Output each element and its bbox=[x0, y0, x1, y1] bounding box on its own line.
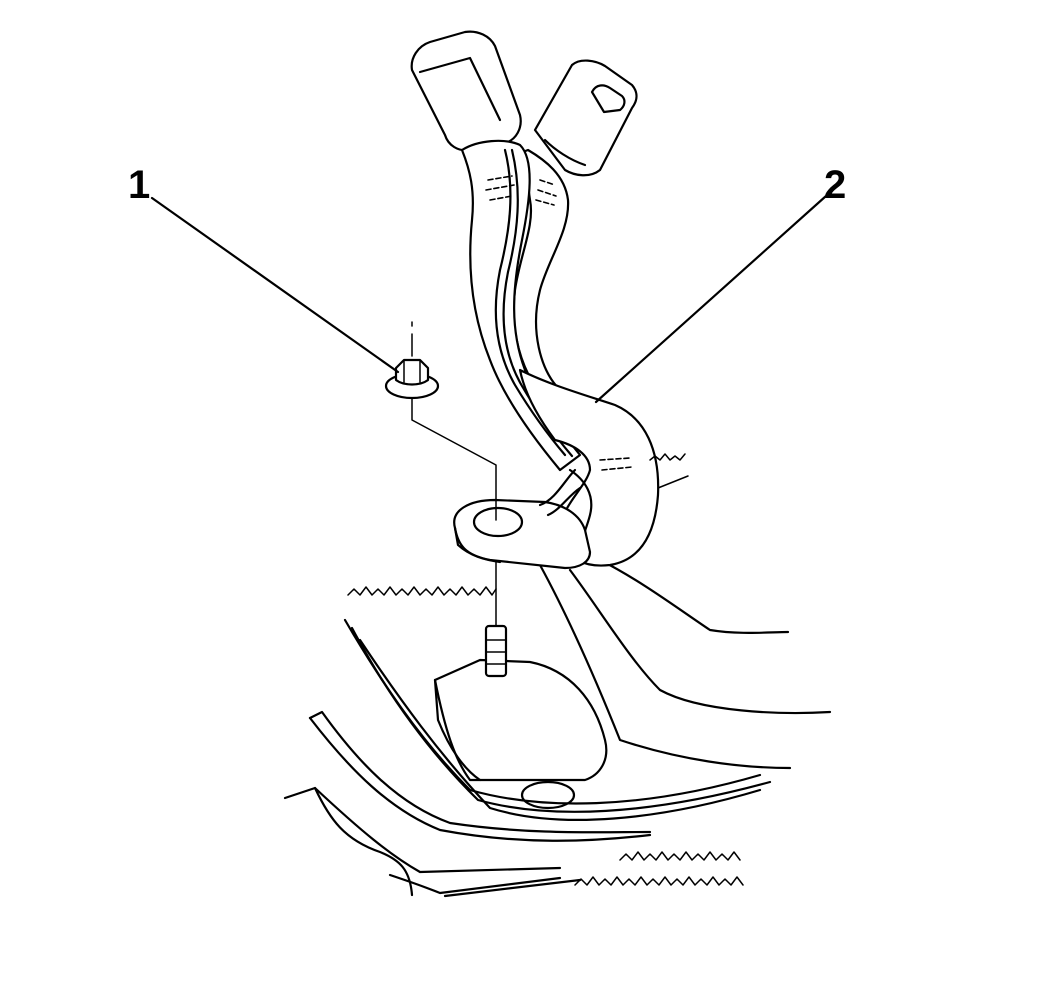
seat-belt-buckle-assembly bbox=[410, 30, 689, 570]
callout-1-label: 1 bbox=[128, 163, 150, 207]
leader-1 bbox=[150, 196, 400, 374]
callout-2-label: 2 bbox=[824, 163, 846, 207]
callout-leaders bbox=[150, 194, 828, 404]
anchor-nut bbox=[384, 321, 497, 521]
callout-labels: 1 2 bbox=[128, 163, 846, 207]
mounting-stud bbox=[484, 559, 508, 678]
floor-pan-structure bbox=[283, 558, 832, 898]
leader-2 bbox=[594, 194, 828, 404]
